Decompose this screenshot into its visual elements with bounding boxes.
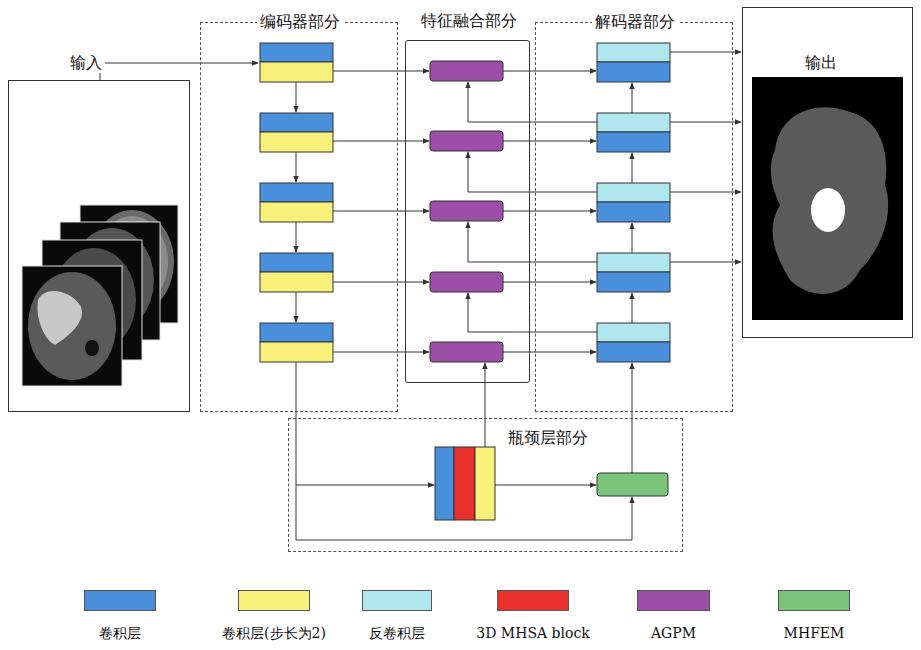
decoder-blocks	[597, 43, 670, 362]
region-title: 输出	[802, 53, 840, 73]
encoder-blocks	[260, 43, 333, 362]
legend-swatch	[497, 590, 569, 611]
output-panel: 输出	[742, 7, 913, 338]
region-title: 瓶颈层部分	[505, 428, 591, 448]
region-title: 编码器部分	[257, 12, 343, 32]
input-panel: 输入	[8, 80, 190, 412]
legend-label: 3D MHSA block	[476, 624, 589, 642]
legend-swatch	[637, 590, 710, 611]
legend-swatch	[362, 590, 432, 611]
agpm-blocks	[430, 61, 503, 362]
legend-label: AGPM	[651, 624, 696, 642]
segmentation-map	[752, 77, 903, 320]
legend-swatch	[778, 590, 850, 611]
legend-swatch	[238, 590, 310, 611]
legend-swatch	[84, 590, 156, 611]
region-title: 输入	[67, 53, 105, 73]
bottleneck-blocks	[435, 447, 668, 520]
decoder-region: 解码器部分	[535, 22, 733, 412]
mri-stack	[22, 205, 178, 386]
encoder-region: 编码器部分	[200, 22, 398, 412]
bottleneck-region: 瓶颈层部分	[288, 418, 683, 552]
legend-label: 卷积层	[99, 624, 141, 642]
fusion-region: 特征融合部分	[405, 40, 530, 383]
region-title: 解码器部分	[592, 12, 678, 32]
data-flow-arrows	[100, 52, 741, 540]
legend-label: 反卷积层	[369, 624, 425, 642]
legend-label: MHFEM	[784, 624, 845, 642]
legend-label: 卷积层(步长为2)	[222, 624, 326, 642]
region-title: 特征融合部分	[418, 11, 520, 31]
